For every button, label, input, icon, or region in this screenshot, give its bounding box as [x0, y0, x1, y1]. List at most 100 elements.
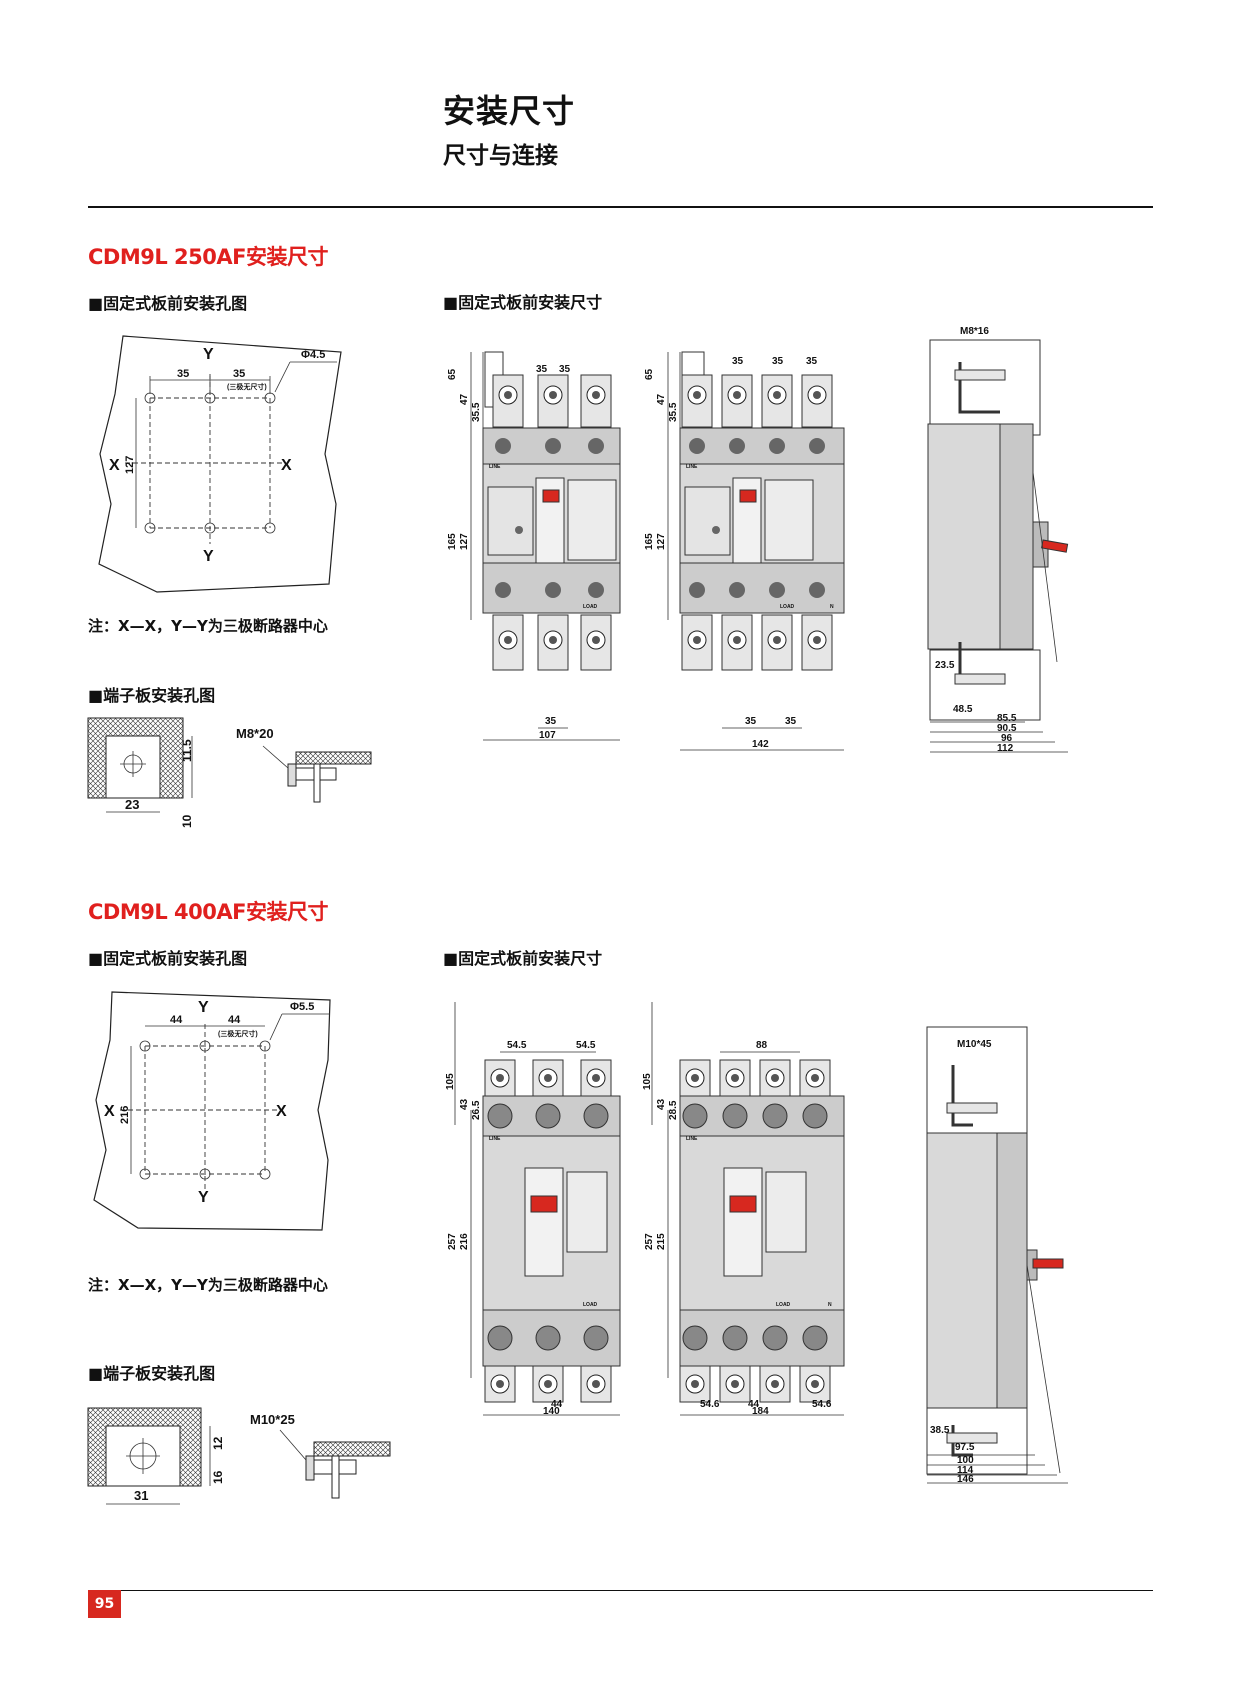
dim-97-5: 97.5: [955, 1442, 975, 1453]
section-title-250af: CDM9L 250AF安装尺寸: [88, 245, 328, 269]
axis-x-left: X: [104, 1103, 115, 1120]
terminal-heading-250af: ■端子板安装孔图: [88, 686, 216, 705]
line-terminals: [492, 374, 612, 428]
dim-216: 216: [119, 1106, 131, 1124]
dim-140: 140: [543, 1406, 560, 1417]
hole-pattern-400af: 44 44 (三极无尺寸) Φ5.5 Y Y X X 216: [93, 991, 331, 1231]
dim-35-c: 35: [545, 716, 557, 727]
dim-90-5: 90.5: [997, 723, 1017, 734]
dim-11-5: 11.5: [180, 739, 194, 762]
neutral-label: N: [830, 604, 834, 610]
dim-216: 216: [459, 1233, 470, 1250]
dim-26-5: 26.5: [471, 1100, 482, 1120]
dim-35-right: 35: [233, 368, 245, 380]
dim-23: 23: [125, 797, 139, 812]
dim-142: 142: [752, 739, 769, 750]
load-terminals: [679, 1365, 831, 1403]
axis-x-left: X: [109, 457, 120, 474]
dim-35-5: 35.5: [668, 402, 679, 422]
axis-x-right: X: [276, 1103, 287, 1120]
dim-114: 114: [957, 1465, 974, 1476]
bolt-spec: M10*45: [957, 1039, 992, 1050]
dim-48-5: 48.5: [953, 704, 973, 715]
neutral-label: N: [828, 1302, 832, 1308]
dim-54-6-b: 54.6: [812, 1399, 832, 1410]
axis-y-bottom: Y: [203, 548, 214, 565]
axis-x-right: X: [281, 457, 292, 474]
dim-10: 10: [180, 814, 194, 828]
dim-44: 44: [551, 1399, 563, 1410]
dim-107: 107: [539, 730, 556, 741]
dim-127: 127: [124, 456, 136, 474]
dim-43: 43: [459, 1098, 470, 1110]
dim-43: 43: [656, 1098, 667, 1110]
side-view-250af: M8*16 23.5 48.5 85.5 90.5 96 112: [927, 326, 1069, 754]
page-title: 安装尺寸: [443, 92, 576, 130]
dim-100: 100: [957, 1455, 974, 1466]
dim-184: 184: [752, 1406, 769, 1417]
front-view-4p-400af: LINE LOAD N 105 43 28.5 88 257 215 54.6 …: [642, 1002, 845, 1417]
axis-y-bottom: Y: [198, 1189, 209, 1206]
three-pole-tag: (三极无尺寸): [227, 382, 267, 391]
load-label: LOAD: [780, 604, 795, 610]
dim-146: 146: [957, 1474, 974, 1485]
line-label: LINE: [489, 464, 501, 470]
dim-112: 112: [997, 743, 1014, 754]
dim-44-left: 44: [170, 1014, 183, 1026]
dim-35-c: 35: [806, 356, 818, 367]
bolt-spec: M10*25: [250, 1412, 295, 1427]
dim-47: 47: [656, 393, 667, 405]
dim-31: 31: [134, 1488, 148, 1503]
header-rule: [88, 206, 1153, 208]
load-terminals: [681, 614, 833, 671]
dim-44-right: 44: [228, 1014, 241, 1026]
dim-54-6-a: 54.6: [700, 1399, 720, 1410]
front-view-4p-250af: LINE LOAD N 65 47 35.5 35 35 35 165 127 …: [644, 351, 845, 751]
dim-127: 127: [459, 533, 470, 550]
terminal-diagram-250af: 23 11.5 10 M8*20: [87, 717, 372, 828]
dim-85-5: 85.5: [997, 713, 1017, 724]
dim-47: 47: [459, 393, 470, 405]
dim-65: 65: [447, 368, 458, 380]
dim-35-d: 35: [745, 716, 757, 727]
line-terminals: [681, 374, 833, 428]
dim-65: 65: [644, 368, 655, 380]
bolt-spec: M8*16: [960, 326, 989, 337]
dim-12: 12: [211, 1436, 225, 1450]
dims-heading-400af: ■固定式板前安装尺寸: [443, 949, 603, 968]
dim-257: 257: [644, 1233, 655, 1250]
side-view-400af: M10*45 38.5 97.5 100 114 146: [926, 1026, 1068, 1485]
dim-165: 165: [447, 533, 458, 550]
dim-127: 127: [656, 533, 667, 550]
dim-35-left: 35: [177, 368, 189, 380]
holes-heading-400af: ■固定式板前安装孔图: [88, 949, 248, 968]
dim-44: 44: [748, 1399, 760, 1410]
dim-105: 105: [445, 1073, 456, 1090]
front-view-3p-250af: LINE LOAD 65 47 35.5 35 35 165 127 35 10…: [447, 351, 621, 741]
line-label: LINE: [489, 1136, 501, 1142]
three-pole-tag: (三极无尺寸): [218, 1029, 258, 1038]
dim-35-a: 35: [536, 364, 548, 375]
line-terminals: [679, 1059, 831, 1097]
front-view-3p-400af: LINE LOAD 105 43 26.5 54.5 54.5 257 216 …: [445, 1002, 621, 1417]
hole-pattern-250af: 35 35 (三极无尺寸) Φ4.5 Y Y X X 127: [98, 335, 342, 593]
dim-35-5: 35.5: [471, 402, 482, 422]
dims-heading-250af: ■固定式板前安装尺寸: [443, 293, 603, 312]
terminal-diagram-400af: 31 12 16 M10*25: [87, 1407, 391, 1505]
load-terminals: [484, 1365, 612, 1403]
dim-88: 88: [756, 1040, 768, 1051]
holes-heading-250af: ■固定式板前安装孔图: [88, 294, 248, 313]
dim-35-b: 35: [772, 356, 784, 367]
axis-y-top: Y: [203, 346, 214, 363]
dim-35-a: 35: [732, 356, 744, 367]
dim-28-5: 28.5: [668, 1100, 679, 1120]
dim-257: 257: [447, 1233, 458, 1250]
dim-96: 96: [1001, 733, 1013, 744]
dim-35-e: 35: [785, 716, 797, 727]
dim-35-b: 35: [559, 364, 571, 375]
load-label: LOAD: [776, 1302, 791, 1308]
line-label: LINE: [686, 464, 698, 470]
hole-diameter: Φ4.5: [301, 349, 325, 361]
dim-16: 16: [211, 1470, 225, 1484]
dim-38-5: 38.5: [930, 1425, 950, 1436]
